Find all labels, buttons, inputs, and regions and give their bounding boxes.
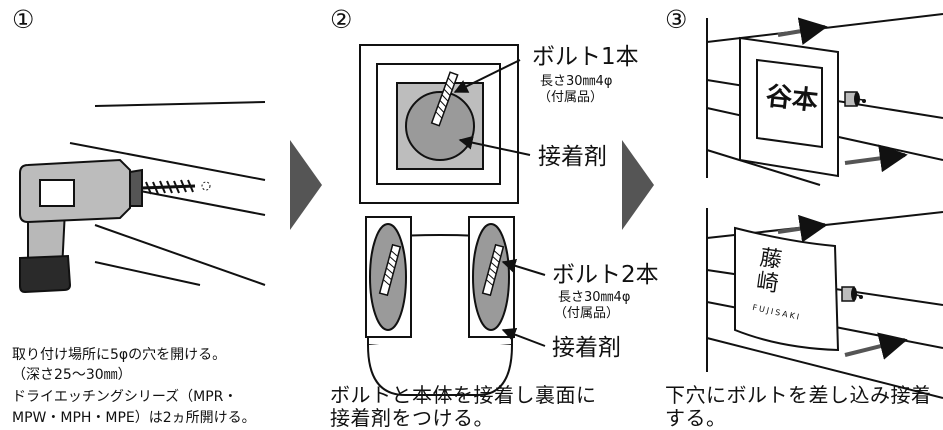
step-number-1: ①: [12, 5, 35, 34]
step-arrow-1: [290, 140, 322, 230]
bolt-two-spec: 長さ30㎜4φ: [558, 290, 631, 305]
step-number-2: ②: [330, 5, 353, 34]
bolt-two-accessory: （付属品）: [554, 306, 620, 321]
step2-caption-line-1: ボルトと本体を接着し裏面に: [330, 383, 597, 407]
drill-illustration: [19, 101, 266, 294]
step1-note-line-1: 取り付け場所に5φの穴を開ける。: [12, 347, 227, 363]
adhesive-label-top: 接着剤: [538, 144, 607, 170]
step-arrow-2: [622, 140, 654, 230]
plate-text-tanimoto: 谷本: [764, 81, 820, 117]
step3-caption-line-1: 下穴にボルトを差し込み接着: [665, 383, 932, 407]
step1-note-line-2: （深さ25～30㎜）: [12, 367, 132, 383]
wall-mount-bottom: [706, 208, 943, 399]
step1-note-line-4: MPW・MPH・MPE）は2ヵ所開ける。: [12, 410, 256, 426]
step3-caption-line-2: する。: [665, 406, 727, 430]
bolt-two-label: ボルト2本: [552, 262, 659, 288]
adhesive-label-bottom: 接着剤: [552, 335, 621, 361]
bolt-one-label: ボルト1本: [532, 44, 639, 70]
plate-back-double-bolt: [365, 216, 546, 396]
step2-caption-line-2: 接着剤をつける。: [330, 406, 494, 430]
wall-mount-top: [706, 13, 943, 186]
step1-note-line-3: ドライエッチングシリーズ（MPR・: [12, 389, 238, 405]
step-number-3: ③: [665, 5, 688, 34]
bolt-one-accessory: （付属品）: [538, 90, 604, 105]
bolt-one-spec: 長さ30㎜4φ: [540, 74, 613, 89]
plate-back-single-bolt: [359, 44, 531, 204]
